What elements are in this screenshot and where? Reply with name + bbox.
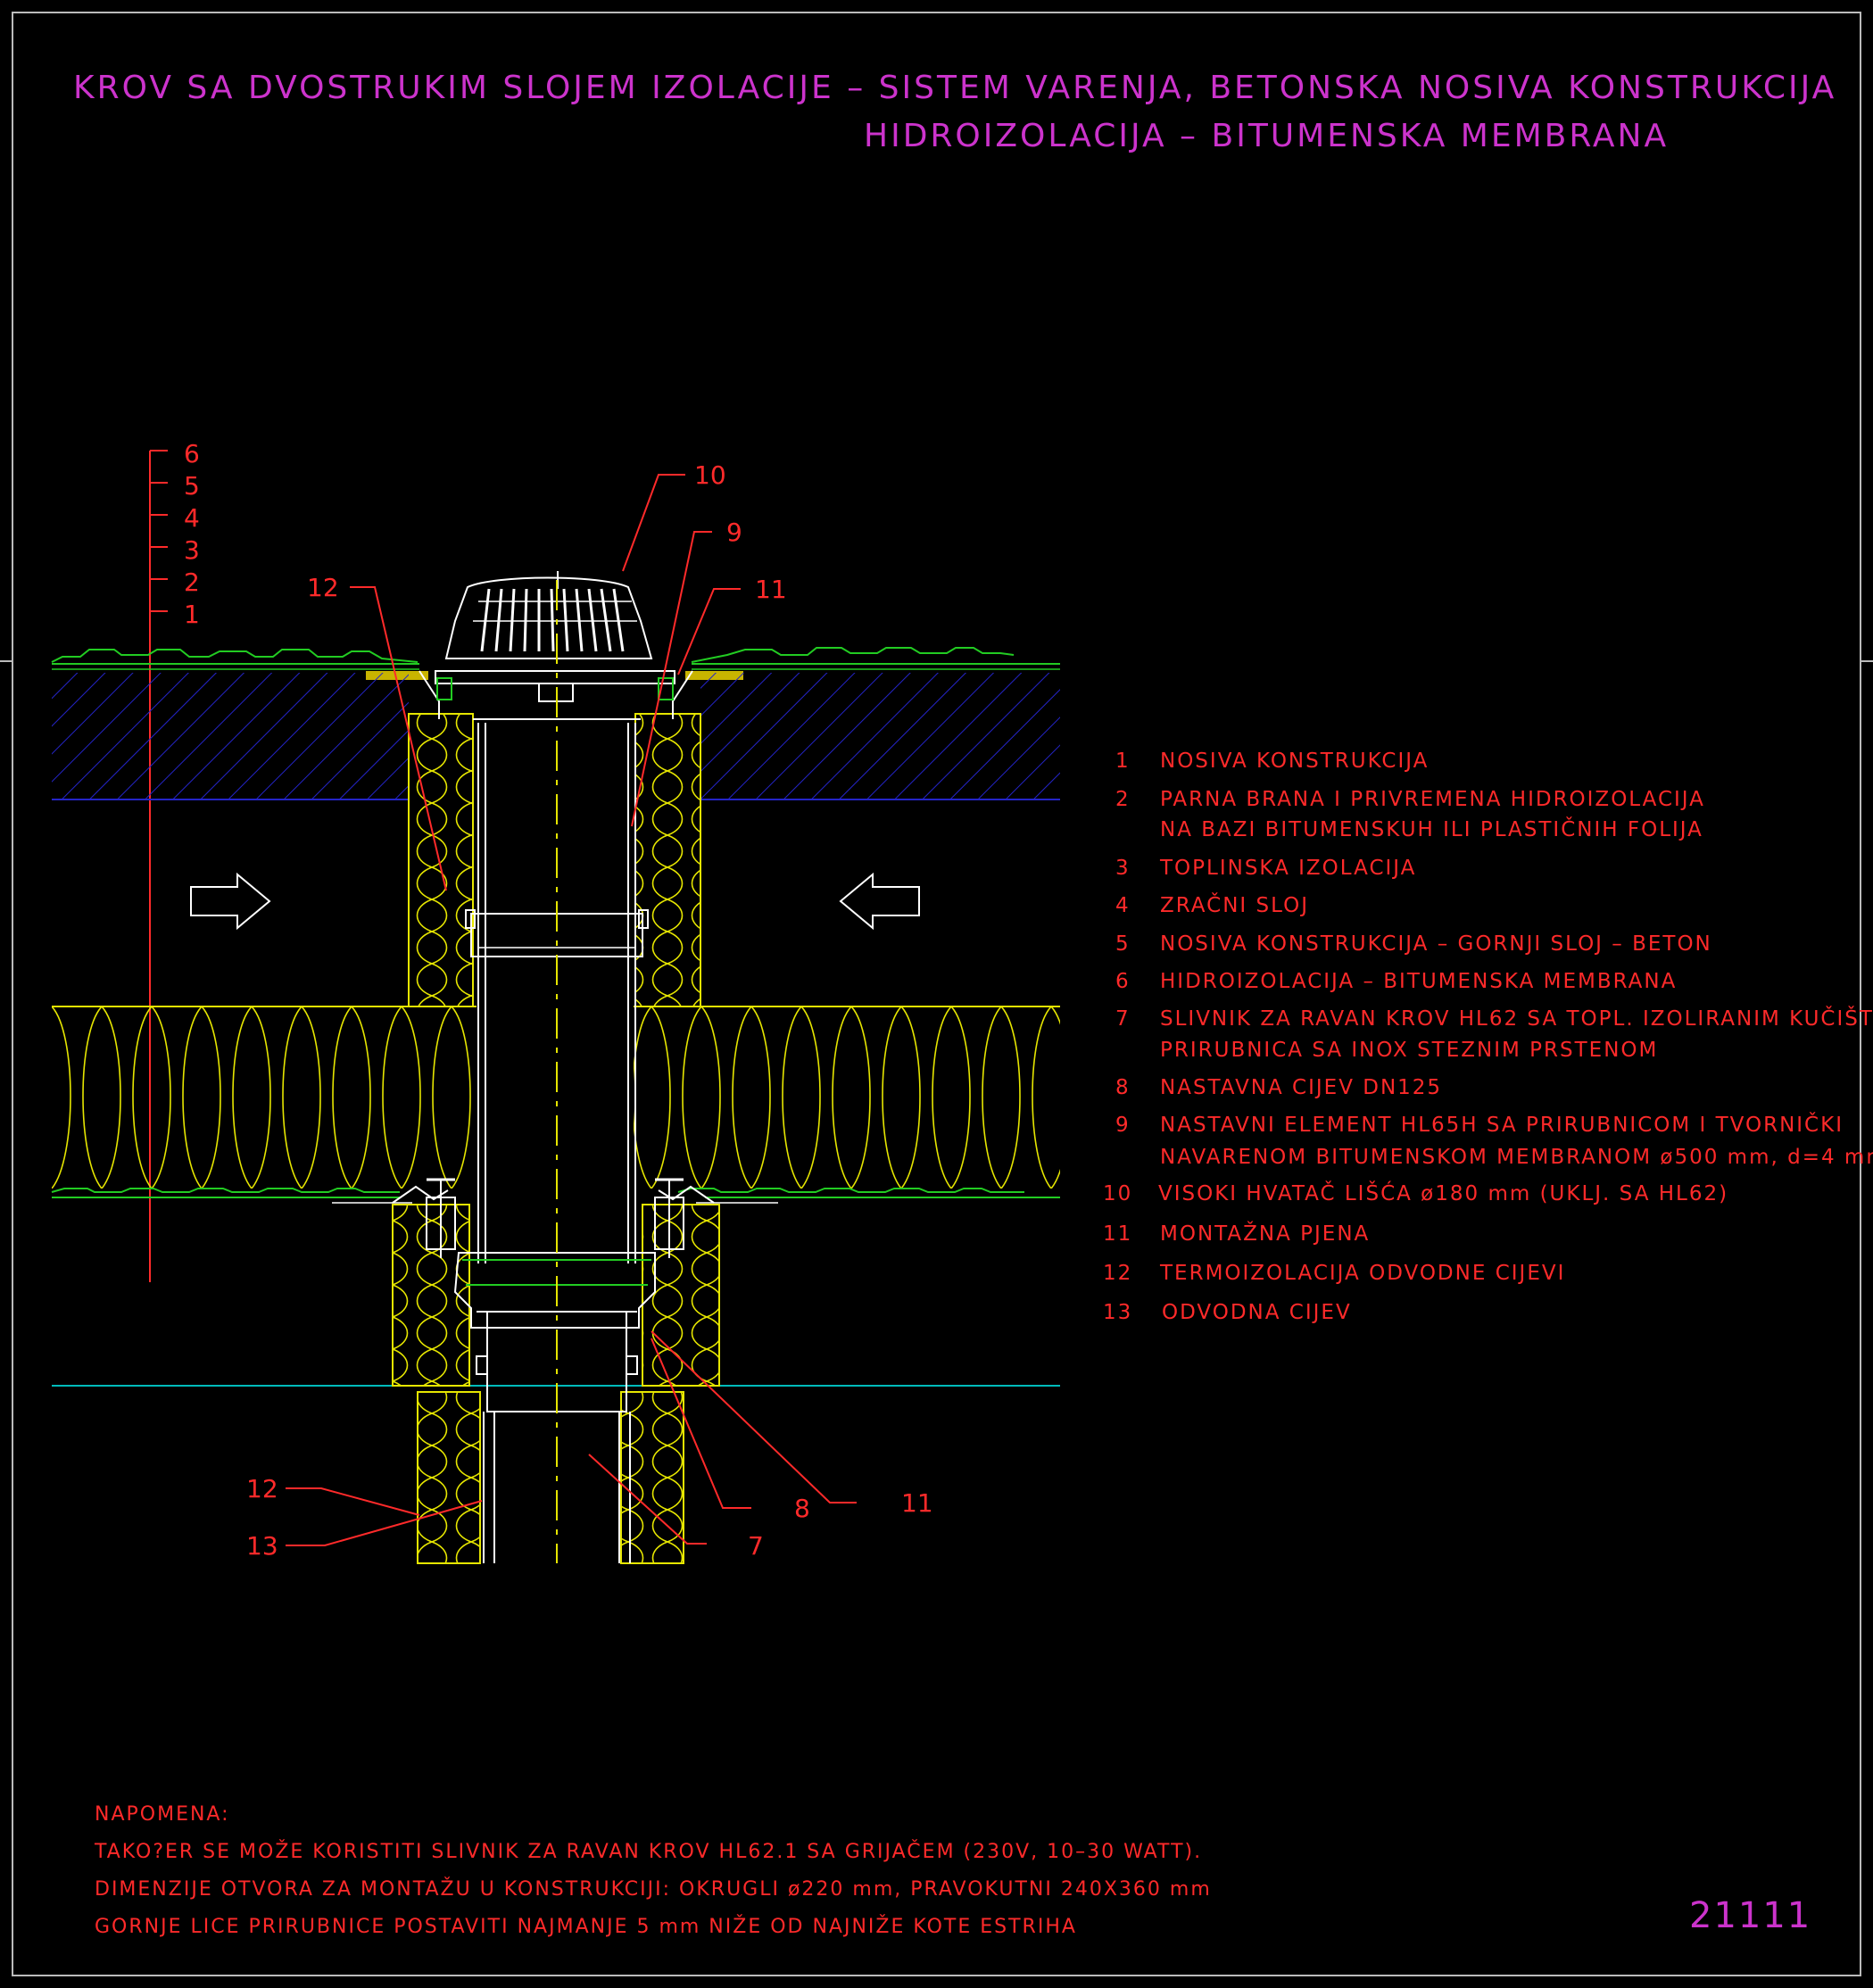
legend-text: ZRAČNI SLOJ: [1160, 892, 1309, 917]
drawing-code: 21111: [1689, 1895, 1811, 1936]
notes: NAPOMENA: TAKO?ER SE MOŽE KORISTITI SLIV…: [94, 1803, 1212, 1938]
legend-text: NAVARENOM BITUMENSKOM MEMBRANOM ø500 mm,…: [1160, 1146, 1873, 1169]
callout-13: 13: [246, 1531, 278, 1561]
title-line-2: HIDROIZOLACIJA – BITUMENSKA MEMBRANA: [864, 118, 1669, 154]
drain-assembly: [392, 571, 715, 1563]
scale-mark-1: 1: [184, 600, 200, 629]
note-line: GORNJE LICE PRIRUBNICE POSTAVITI NAJMANJ…: [95, 1915, 1077, 1938]
legend-text: NOSIVA KONSTRUKCIJA – GORNJI SLOJ – BETO…: [1160, 932, 1712, 956]
legend-num: 2: [1115, 788, 1131, 811]
callout-11-bottom: 11: [901, 1488, 933, 1518]
callout-12-bottom: 12: [246, 1474, 278, 1503]
legend-num: 10: [1103, 1182, 1132, 1205]
legend-text: NASTAVNI ELEMENT HL65H SA PRIRUBNICOM I …: [1160, 1112, 1844, 1137]
notes-heading: NAPOMENA:: [95, 1803, 230, 1826]
legend: 1 NOSIVA KONSTRUKCIJA 2 PARNA BRANA I PR…: [1103, 750, 1873, 1324]
callout-12-top: 12: [307, 573, 339, 602]
title-line-1: KROV SA DVOSTRUKIM SLOJEM IZOLACIJE – SI…: [73, 70, 1836, 106]
air-flow-right-arrow: [190, 872, 271, 931]
note-line: DIMENZIJE OTVORA ZA MONTAŽU U KONSTRUKCI…: [95, 1877, 1212, 1901]
air-flow-left-arrow: [839, 872, 920, 931]
leaf-guard: [444, 576, 653, 659]
legend-num: 12: [1103, 1262, 1132, 1285]
legend-text: ODVODNA CIJEV: [1162, 1301, 1352, 1324]
legend-text: MONTAŽNA PJENA: [1160, 1221, 1370, 1246]
roof-section: [51, 647, 1060, 1387]
legend-num: 13: [1103, 1301, 1132, 1324]
legend-num: 11: [1103, 1222, 1132, 1246]
legend-text: NOSIVA KONSTRUKCIJA: [1160, 750, 1429, 773]
legend-num: 3: [1115, 857, 1131, 880]
legend-num: 4: [1115, 894, 1131, 917]
callout-8: 8: [794, 1494, 810, 1523]
legend-text: TOPLINSKA IZOLACIJA: [1159, 857, 1416, 880]
scale-mark-5: 5: [184, 471, 200, 501]
scale-mark-2: 2: [184, 567, 200, 597]
scale-mark-4: 4: [184, 503, 200, 533]
layer-scale: 6 5 4 3 2 1: [149, 439, 200, 1282]
callout-leaders: [286, 474, 857, 1546]
legend-text: PARNA BRANA I PRIVREMENA HIDROIZOLACIJA: [1160, 788, 1705, 811]
callout-10: 10: [694, 460, 726, 490]
scale-mark-6: 6: [184, 439, 200, 468]
legend-text: HIDROIZOLACIJA – BITUMENSKA MEMBRANA: [1160, 970, 1677, 993]
legend-text: VISOKI HVATAČ LIŠĆA ø180 mm (UKLJ. SA HL…: [1158, 1180, 1728, 1205]
legend-text: PRIRUBNICA SA INOX STEZNIM PRSTENOM: [1160, 1039, 1658, 1062]
callout-7: 7: [748, 1531, 764, 1561]
note-line: TAKO?ER SE MOŽE KORISTITI SLIVNIK ZA RAV…: [94, 1840, 1202, 1863]
callout-11-top: 11: [755, 575, 787, 604]
legend-text: TERMOIZOLACIJA ODVODNE CIJEVI: [1159, 1262, 1565, 1285]
legend-num: 9: [1115, 1114, 1131, 1137]
scale-mark-3: 3: [184, 535, 200, 565]
drawing-frame: [0, 12, 1873, 1976]
legend-text: NASTAVNA CIJEV DN125: [1160, 1076, 1442, 1099]
legend-num: 7: [1115, 1007, 1131, 1031]
legend-num: 1: [1115, 750, 1131, 773]
legend-num: 8: [1115, 1076, 1131, 1099]
legend-text: NA BAZI BITUMENSKUH ILI PLASTIČNIH FOLIJ…: [1160, 816, 1703, 841]
legend-num: 5: [1115, 932, 1131, 956]
legend-num: 6: [1115, 970, 1131, 993]
legend-text: SLIVNIK ZA RAVAN KROV HL62 SA TOPL. IZOL…: [1160, 1006, 1873, 1031]
pipe-insulation: [392, 713, 720, 1564]
callout-9: 9: [726, 518, 742, 547]
